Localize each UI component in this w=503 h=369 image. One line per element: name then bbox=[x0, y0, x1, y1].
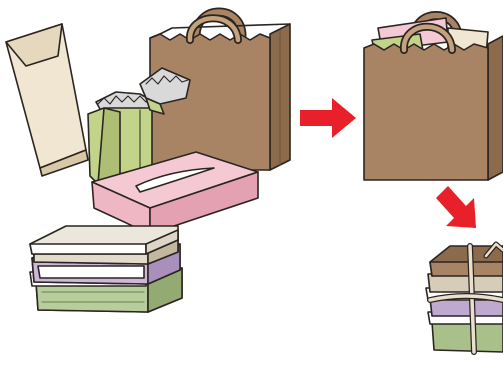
filled-bag-icon bbox=[364, 16, 503, 181]
arrow-down-right-icon bbox=[436, 186, 476, 228]
envelope-icon bbox=[6, 24, 88, 176]
arrow-right-icon bbox=[300, 98, 356, 138]
tied-bundle-icon bbox=[426, 244, 503, 352]
book-stack-icon bbox=[30, 226, 182, 312]
